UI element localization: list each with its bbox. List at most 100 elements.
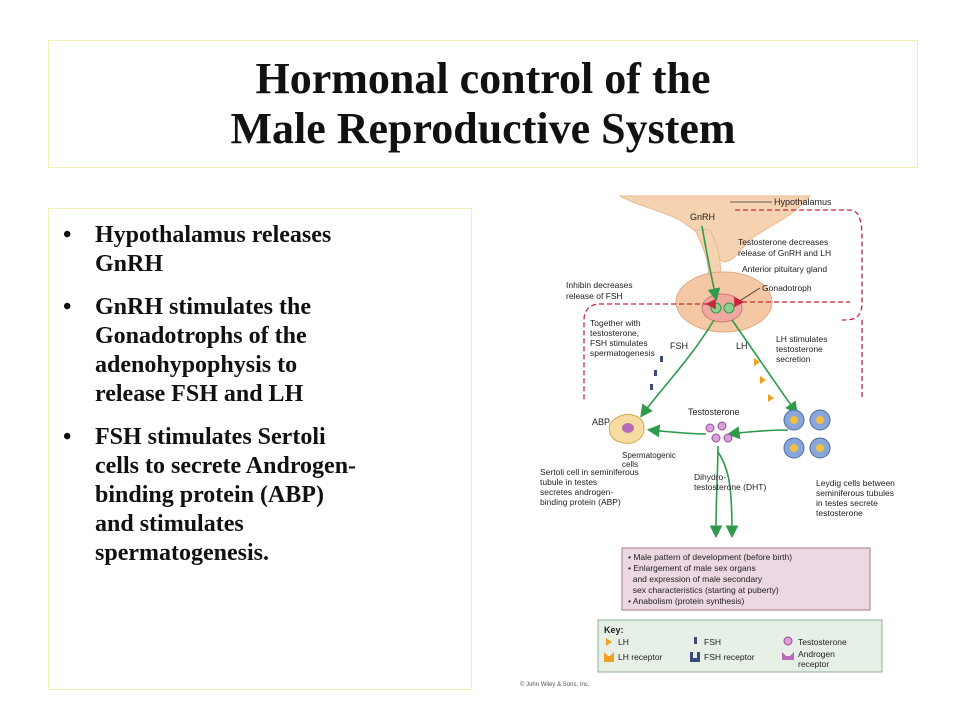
hormone-diagram: Hypothalamus GnRH Testosterone decreases… — [510, 190, 910, 690]
testosterone-molecule-icon — [705, 423, 715, 433]
bullet-line: Gonadotrophs of the — [95, 323, 307, 349]
lh-key-icon — [606, 638, 612, 646]
testosterone-decreases-label-2: release of GnRH and LH — [738, 248, 831, 258]
lh-molecule-icon — [768, 394, 774, 402]
leydig-label-3: in testes secrete — [816, 498, 878, 508]
fsh-molecule-icon — [660, 356, 663, 362]
dht-to-effects-arrow — [717, 451, 739, 539]
spermatogenic-label-2: cells — [622, 460, 638, 469]
effects-line-4: sex characteristics (starting at puberty… — [628, 585, 779, 595]
leydig-nucleus — [790, 416, 798, 424]
together-label-4: spermatogenesis — [590, 348, 655, 358]
bullet-line: GnRH — [95, 251, 164, 277]
bullet-line: and stimulates — [95, 511, 244, 537]
copyright-text: © John Wiley & Sons, Inc. — [520, 681, 590, 688]
abp-label: ABP — [592, 417, 610, 427]
effects-box — [621, 547, 871, 611]
key-box — [597, 619, 883, 673]
lh-label: LH — [736, 341, 748, 351]
leydig-nucleus — [816, 444, 824, 452]
title-line-1: Hormonal control of the — [255, 54, 711, 103]
fsh-arrow — [640, 319, 715, 418]
hypothalamus-tissue — [618, 195, 812, 263]
bullet-line: binding protein (ABP) — [95, 482, 324, 508]
together-label-2: testosterone, — [590, 328, 639, 338]
testosterone-label: Testosterone — [688, 407, 740, 417]
inhibin-label-1: Inhibin decreases — [566, 280, 633, 290]
fsh-receptor-key-icon — [690, 652, 700, 662]
gonadotroph-granule — [723, 302, 735, 314]
lh-receptor-key-icon — [604, 652, 614, 662]
bullet-item: • Hypothalamus releases GnRH — [63, 221, 459, 279]
testosterone-to-sertoli-arrow — [646, 424, 707, 438]
testosterone-molecule-icon — [717, 421, 727, 431]
gonadotroph-granule — [710, 302, 722, 314]
bullet-list-box: • Hypothalamus releases GnRH • GnRH stim… — [48, 208, 472, 690]
leydig-nucleus — [790, 444, 798, 452]
title-box: Hormonal control of the Male Reproductiv… — [48, 40, 918, 168]
testosterone-decreases-label-1: Testosterone decreases — [738, 237, 828, 247]
sertoli-label-3: secretes androgen- — [540, 487, 613, 497]
bullet-list: • Hypothalamus releases GnRH • GnRH stim… — [63, 221, 459, 568]
lh-stimulates-label-1: LH stimulates — [776, 334, 828, 344]
inhibin-feedback-line — [583, 298, 716, 400]
bullet-line: spermatogenesis. — [95, 540, 269, 566]
sertoli-label-2: tubule in testes — [540, 477, 597, 487]
gnrh-arrow — [701, 225, 721, 302]
bullet-line: cells to secrete Androgen- — [95, 453, 357, 479]
lh-stimulates-label-2: testosterone — [776, 344, 823, 354]
effects-line-1: • Male pattern of development (before bi… — [628, 552, 792, 562]
testosterone-feedback-line — [735, 209, 863, 321]
testosterone-molecule-icon — [711, 433, 721, 443]
gonadotroph-label: Gonadotroph — [762, 283, 812, 293]
together-label-1: Together with — [590, 318, 641, 328]
effects-line-5: • Anabolism (protein synthesis) — [628, 596, 745, 606]
fsh-molecule-icon — [650, 384, 653, 390]
effects-line-3: and expression of male secondary — [628, 574, 763, 584]
dht-label-2: testosterone (DHT) — [694, 482, 766, 492]
bullet-line: release FSH and LH — [95, 381, 304, 407]
title-line-2: Male Reproductive System — [230, 104, 736, 153]
hypothalamus-label: Hypothalamus — [774, 197, 832, 207]
lh-stimulates-label-3: secretion — [776, 354, 811, 364]
key-fsh-label: FSH — [704, 637, 721, 647]
bullet-line: GnRH stimulates the — [95, 294, 311, 320]
androgen-receptor-key-icon — [782, 652, 794, 660]
lh-molecule-icon — [760, 376, 766, 384]
testosterone-molecule-icon — [723, 433, 733, 443]
together-label-3: FSH stimulates — [590, 338, 648, 348]
leydig-to-testosterone-arrow — [726, 426, 789, 440]
lh-molecule-icon — [754, 358, 760, 366]
key-lh-label: LH — [618, 637, 629, 647]
key-title: Key: — [604, 625, 624, 635]
anterior-pituitary-label: Anterior pituitary gland — [742, 264, 827, 274]
key-androgen-label-1: Androgen — [798, 649, 835, 659]
bullet-line: Hypothalamus releases — [95, 222, 332, 248]
bullet-dot-icon: • — [63, 294, 72, 320]
lh-arrow — [731, 319, 798, 415]
bullet-line: FSH stimulates Sertoli — [95, 424, 326, 450]
bullet-item: • FSH stimulates Sertoli cells to secret… — [63, 423, 459, 568]
bullet-item: • GnRH stimulates the Gonadotrophs of th… — [63, 293, 459, 409]
bullet-line: adenohypophysis to — [95, 352, 298, 378]
sertoli-label-4: binding protein (ABP) — [540, 497, 621, 507]
key-androgen-label-2: receptor — [798, 659, 829, 669]
fsh-key-icon — [694, 637, 697, 644]
key-fsh-receptor-label: FSH receptor — [704, 652, 755, 662]
testosterone-key-icon — [783, 636, 793, 646]
hormone-diagram-svg: Hypothalamus GnRH Testosterone decreases… — [520, 195, 895, 688]
gnrh-label: GnRH — [690, 212, 715, 222]
inhibin-label-2: release of FSH — [566, 291, 623, 301]
leydig-label-1: Leydig cells between — [816, 478, 895, 488]
spermatogenic-label-1: Spermatogenic — [622, 451, 676, 460]
bullet-dot-icon: • — [63, 222, 72, 248]
sertoli-label-1: Sertoli cell in seminiferous — [540, 467, 639, 477]
dht-label-1: Dihydro- — [694, 472, 726, 482]
key-testosterone-label: Testosterone — [798, 637, 847, 647]
leydig-nucleus — [816, 416, 824, 424]
sertoli-nucleus — [622, 423, 634, 433]
bullet-dot-icon: • — [63, 424, 72, 450]
fsh-molecule-icon — [654, 370, 657, 376]
leydig-label-2: seminiferous tubules — [816, 488, 894, 498]
key-lh-receptor-label: LH receptor — [618, 652, 663, 662]
